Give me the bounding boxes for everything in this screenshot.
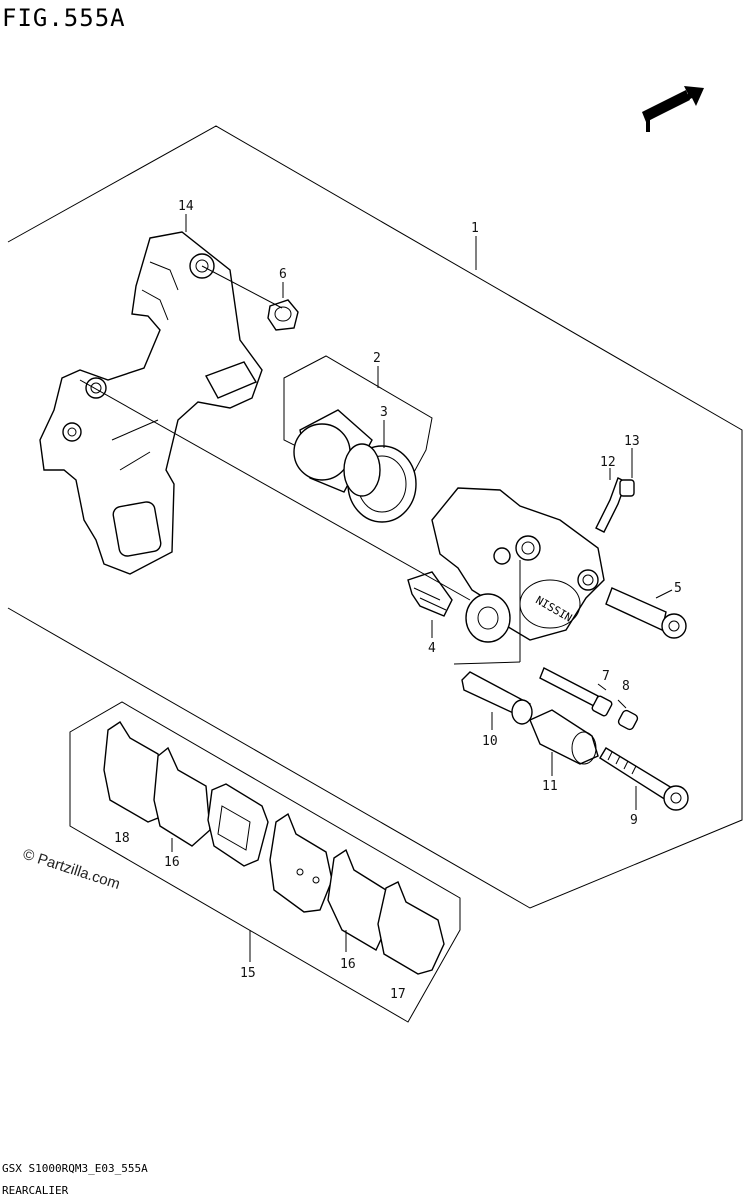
- callout-18: 18: [114, 831, 130, 846]
- cap-part-8: [617, 709, 639, 731]
- bolt-part-9: [599, 747, 689, 811]
- brake-pad-shim: [207, 783, 269, 867]
- callout-1: 1: [471, 221, 479, 236]
- callout-3: 3: [380, 405, 388, 420]
- callout-16-left: 16: [164, 855, 180, 870]
- assembly-outline: [7, 125, 743, 909]
- footer-name: REARCALIER: [2, 1184, 69, 1197]
- callout-11: 11: [542, 779, 558, 794]
- callout-17: 17: [390, 987, 406, 1002]
- boot-part-11: [529, 709, 599, 765]
- bleeder-screw-part-12: [595, 477, 627, 533]
- pad-spring-part-4: [407, 571, 453, 617]
- piston-seal-group: [293, 409, 417, 523]
- callout-9: 9: [630, 813, 638, 828]
- guide-pin-part-10: [461, 671, 533, 725]
- nut-part-6: [267, 299, 299, 331]
- caliper-body: NISSIN: [431, 487, 605, 641]
- callout-15: 15: [240, 966, 256, 981]
- pad-set-outline: [69, 701, 461, 1023]
- callout-14: 14: [178, 199, 194, 214]
- callout-6: 6: [279, 267, 287, 282]
- brake-pad-center: [269, 812, 333, 913]
- pin-part-7: [539, 667, 613, 717]
- callout-10: 10: [482, 734, 498, 749]
- brake-pad-16-left: [153, 746, 211, 847]
- forward-arrow-icon: FWD: [642, 86, 704, 132]
- callout-2: 2: [373, 351, 381, 366]
- piston-set-outline: [283, 355, 433, 499]
- callout-8: 8: [622, 679, 630, 694]
- callout-4: 4: [428, 641, 436, 656]
- footer-code: GSX S1000RQM3_E03_555A: [2, 1162, 148, 1175]
- callout-5: 5: [674, 581, 682, 596]
- leader-lines: [79, 214, 673, 962]
- bleeder-cap-part-13: [619, 479, 635, 497]
- watermark: © Partzilla.com: [21, 846, 122, 893]
- callout-13: 13: [624, 434, 640, 449]
- slide-pin-part-5: [605, 587, 687, 639]
- figure-title: FIG.555A: [2, 4, 126, 32]
- brake-pad-17: [377, 881, 445, 975]
- caliper-bracket: [39, 231, 263, 575]
- sleeve-part: [465, 593, 511, 643]
- callout-16-right: 16: [340, 957, 356, 972]
- callout-12: 12: [600, 455, 616, 470]
- callout-7: 7: [602, 669, 610, 684]
